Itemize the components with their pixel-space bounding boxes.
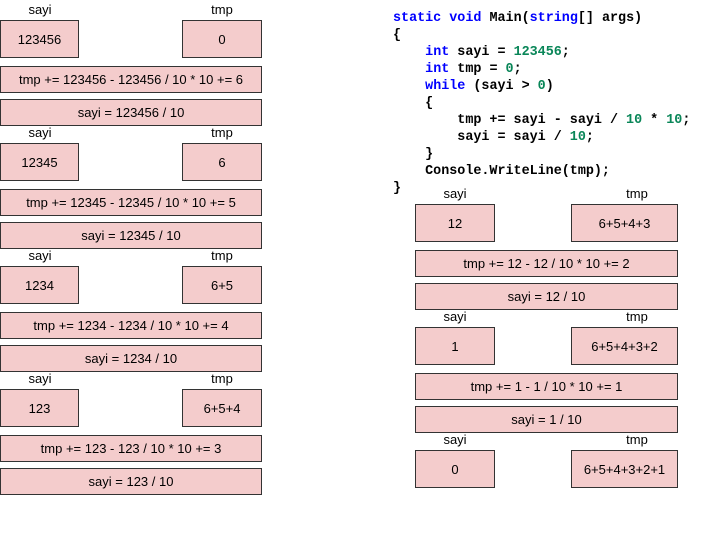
tmp-label: tmp	[626, 432, 648, 447]
code-line: }	[393, 180, 690, 197]
tmp-value-box: 6	[182, 143, 262, 181]
code-keyword: string	[529, 11, 578, 26]
sayi-label: sayi	[443, 309, 467, 324]
code-text: ;	[682, 113, 691, 128]
code-line: }	[393, 146, 690, 163]
tmp-update-box: tmp += 1 - 1 / 10 * 10 += 1	[415, 373, 678, 400]
code-text: sayi = sayi /	[393, 130, 570, 145]
code-text: tmp += sayi - sayi /	[393, 113, 627, 128]
code-keyword: void	[449, 11, 482, 26]
code-text	[393, 79, 425, 94]
code-text: )	[545, 79, 554, 94]
code-block: static void Main(string[] args){ int say…	[393, 10, 690, 197]
tmp-value-box: 6+5+4+3+2	[571, 327, 678, 365]
tmp-label: tmp	[626, 309, 648, 324]
code-line: int tmp = 0;	[393, 61, 690, 78]
sayi-label: sayi	[28, 371, 52, 386]
sayi-value-box: 0	[415, 450, 495, 488]
code-keyword: int	[425, 62, 450, 77]
code-text	[393, 45, 425, 60]
code-number: 123456	[513, 45, 562, 60]
code-text: (sayi >	[465, 79, 538, 94]
code-text: sayi =	[449, 45, 514, 60]
tmp-label: tmp	[211, 371, 233, 386]
tmp-label: tmp	[211, 2, 233, 17]
sayi-value-box: 12	[415, 204, 495, 242]
code-text: Console.WriteLine(tmp);	[393, 164, 610, 179]
tmp-value-box: 6+5+4+3+2+1	[571, 450, 678, 488]
code-text	[393, 62, 425, 77]
code-keyword: int	[425, 45, 450, 60]
sayi-label: sayi	[28, 2, 52, 17]
sayi-label: sayi	[443, 186, 467, 201]
code-text: {	[393, 96, 434, 111]
code-text: }	[393, 181, 402, 196]
code-text: ;	[585, 130, 594, 145]
tmp-update-box: tmp += 123 - 123 / 10 * 10 += 3	[0, 435, 262, 462]
code-line: sayi = sayi / 10;	[393, 129, 690, 146]
tmp-update-box: tmp += 1234 - 1234 / 10 * 10 += 4	[0, 312, 262, 339]
sayi-update-box: sayi = 123456 / 10	[0, 99, 262, 126]
code-line: int sayi = 123456;	[393, 44, 690, 61]
code-text: Main(	[481, 11, 530, 26]
sayi-update-box: sayi = 1 / 10	[415, 406, 678, 433]
sayi-value-box: 1	[415, 327, 495, 365]
tmp-value-box: 6+5+4+3	[571, 204, 678, 242]
code-text: }	[393, 147, 434, 162]
sayi-label: sayi	[443, 432, 467, 447]
tmp-label: tmp	[211, 125, 233, 140]
code-text: ;	[513, 62, 522, 77]
code-line: {	[393, 27, 690, 44]
code-line: tmp += sayi - sayi / 10 * 10;	[393, 112, 690, 129]
code-number: 10	[666, 113, 683, 128]
code-number: 10	[569, 130, 586, 145]
code-line: Console.WriteLine(tmp);	[393, 163, 690, 180]
sayi-label: sayi	[28, 125, 52, 140]
tmp-update-box: tmp += 12 - 12 / 10 * 10 += 2	[415, 250, 678, 277]
tmp-label: tmp	[626, 186, 648, 201]
code-keyword: static	[393, 11, 442, 26]
sayi-update-box: sayi = 123 / 10	[0, 468, 262, 495]
code-text: {	[393, 28, 402, 43]
code-text: tmp =	[449, 62, 506, 77]
tmp-value-box: 6+5	[182, 266, 262, 304]
sayi-label: sayi	[28, 248, 52, 263]
sayi-value-box: 12345	[0, 143, 79, 181]
sayi-value-box: 123456	[0, 20, 79, 58]
tmp-update-box: tmp += 12345 - 12345 / 10 * 10 += 5	[0, 189, 262, 216]
sayi-value-box: 123	[0, 389, 79, 427]
sayi-value-box: 1234	[0, 266, 79, 304]
code-line: while (sayi > 0)	[393, 78, 690, 95]
sayi-update-box: sayi = 12 / 10	[415, 283, 678, 310]
tmp-value-box: 0	[182, 20, 262, 58]
sayi-update-box: sayi = 1234 / 10	[0, 345, 262, 372]
tmp-update-box: tmp += 123456 - 123456 / 10 * 10 += 6	[0, 66, 262, 93]
code-text: *	[642, 113, 667, 128]
code-text: [] args)	[577, 11, 643, 26]
code-number: 0	[537, 79, 546, 94]
sayi-update-box: sayi = 12345 / 10	[0, 222, 262, 249]
code-line: {	[393, 95, 690, 112]
code-line: static void Main(string[] args)	[393, 10, 690, 27]
code-keyword: while	[425, 79, 466, 94]
code-text: ;	[561, 45, 570, 60]
tmp-label: tmp	[211, 248, 233, 263]
code-number: 10	[626, 113, 643, 128]
tmp-value-box: 6+5+4	[182, 389, 262, 427]
code-number: 0	[505, 62, 514, 77]
